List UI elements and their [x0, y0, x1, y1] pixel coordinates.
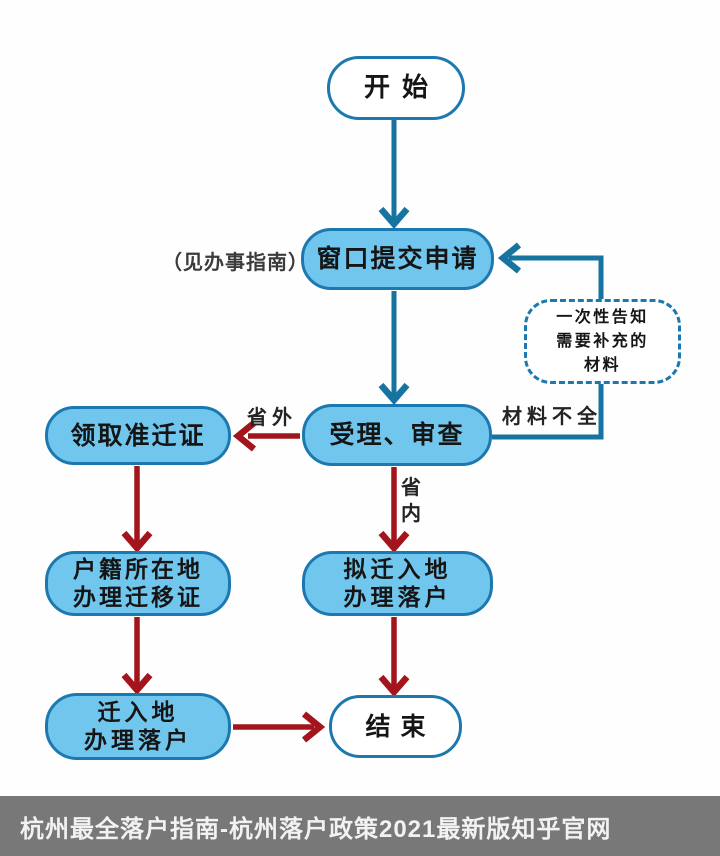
arrow-head-left	[232, 420, 257, 452]
node-window-submit: 窗口提交申请	[301, 228, 494, 290]
node-accept-review: 受理、审查	[302, 404, 492, 466]
node-end: 结束	[329, 695, 462, 758]
arrow-movein-to-end	[233, 711, 326, 743]
arrow-window-to-review	[378, 291, 410, 405]
arrow-start-to-window	[378, 120, 410, 229]
arrow-review-to-permit	[232, 420, 300, 452]
arrow-head-down	[378, 206, 410, 229]
arrow-permit-to-origin	[121, 466, 153, 553]
node-start: 开始	[327, 56, 465, 120]
label-materials-incomplete: 材料不全	[502, 406, 602, 428]
arrow-origin-to-movein	[121, 617, 153, 695]
node-target-settle: 拟迁入地 办理落户	[302, 551, 493, 616]
label-guide-note: （见办事指南）	[162, 252, 309, 274]
node-supplement-note: 一次性告知 需要补充的 材料	[524, 299, 681, 384]
label-out-of-province: 省外	[247, 407, 297, 429]
arrow-target-to-end	[378, 617, 410, 697]
caption-bar: 杭州最全落户指南-杭州落户政策2021最新版知乎官网	[0, 796, 720, 856]
label-in-province: 省 内	[401, 477, 421, 525]
arrow-head-down	[378, 674, 410, 697]
arrow-head-down	[121, 530, 153, 553]
arrow-head-right	[301, 711, 326, 743]
arrow-head-down	[378, 382, 410, 405]
arrow-head-left	[497, 242, 522, 274]
arrow-head-down	[121, 672, 153, 695]
arrow-review-to-target	[378, 467, 410, 553]
node-hukou-origin: 户籍所在地 办理迁移证	[45, 551, 231, 616]
arrow-head-down	[378, 530, 410, 553]
caption-text: 杭州最全落户指南-杭州落户政策2021最新版知乎官网	[20, 815, 612, 843]
node-movein-settle: 迁入地 办理落户	[45, 693, 231, 760]
node-get-permit: 领取准迁证	[45, 406, 231, 465]
